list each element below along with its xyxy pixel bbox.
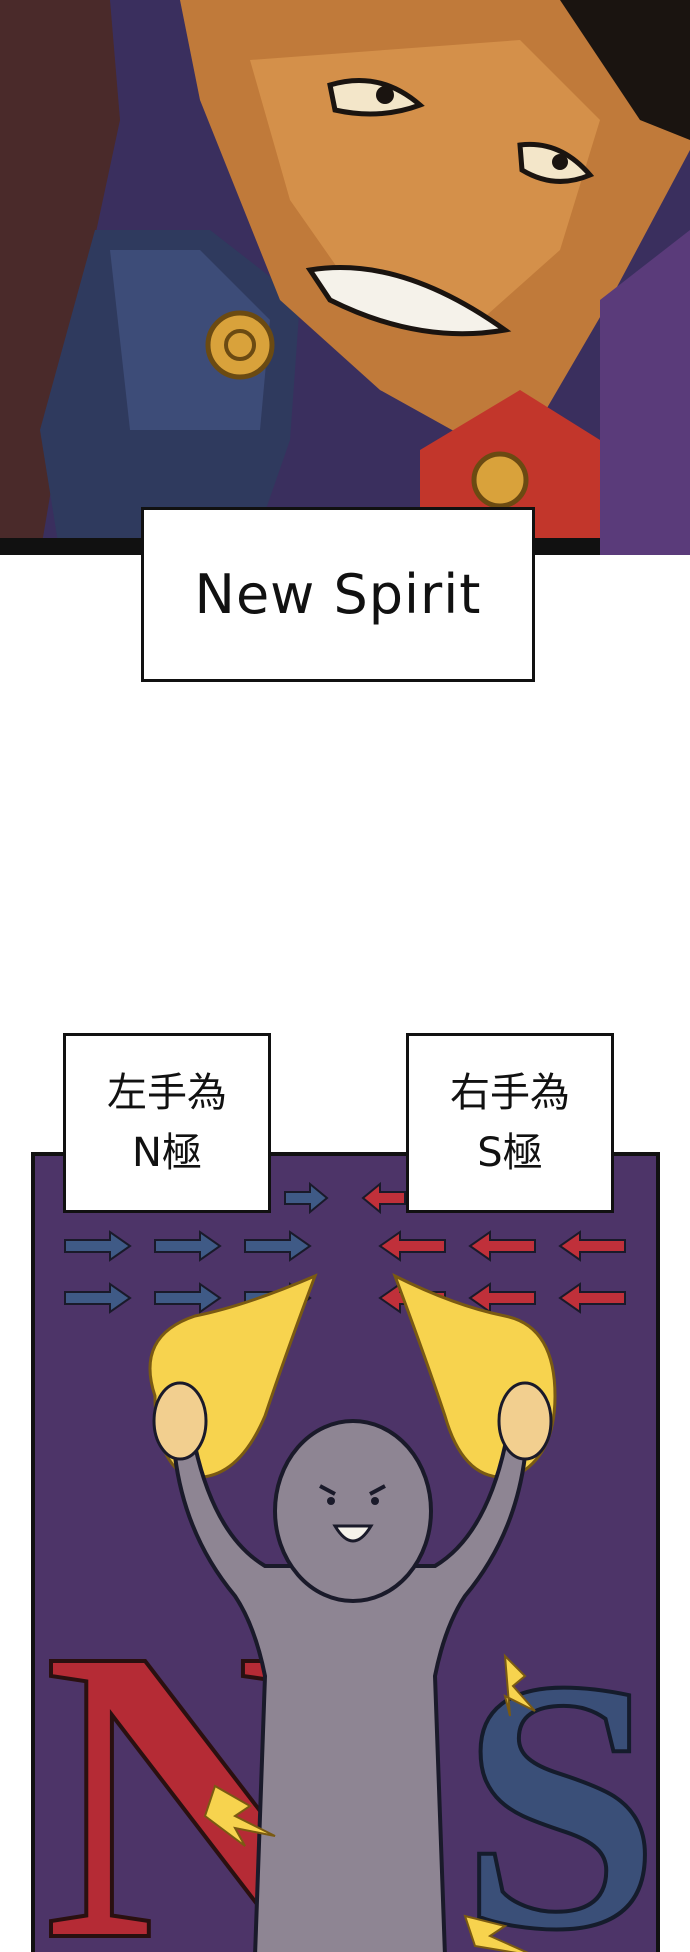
right-hand xyxy=(497,1381,553,1461)
man-closeup-artwork xyxy=(0,0,690,555)
right-label-line2: S極 xyxy=(477,1130,543,1176)
right-label-line1: 右手為 xyxy=(450,1070,570,1116)
left-hand xyxy=(152,1381,208,1461)
figure-head xyxy=(273,1419,433,1603)
left-label-line1: 左手為 xyxy=(107,1070,227,1116)
bottom-comic-panel: N S xyxy=(31,1152,660,1952)
right-hand-label: 右手為 S極 xyxy=(406,1033,614,1213)
left-label-line2: N極 xyxy=(132,1130,202,1176)
letter-s: S xyxy=(460,1605,660,1952)
top-comic-panel xyxy=(0,0,690,555)
left-hand-label: 左手為 N極 xyxy=(63,1033,271,1213)
figure-body xyxy=(172,1443,528,1952)
red-arrows xyxy=(361,1181,626,1314)
magnet-figure-artwork: N S xyxy=(35,1156,660,1952)
caption-text: New Spirit xyxy=(194,563,482,626)
caption-box: New Spirit xyxy=(141,507,535,682)
